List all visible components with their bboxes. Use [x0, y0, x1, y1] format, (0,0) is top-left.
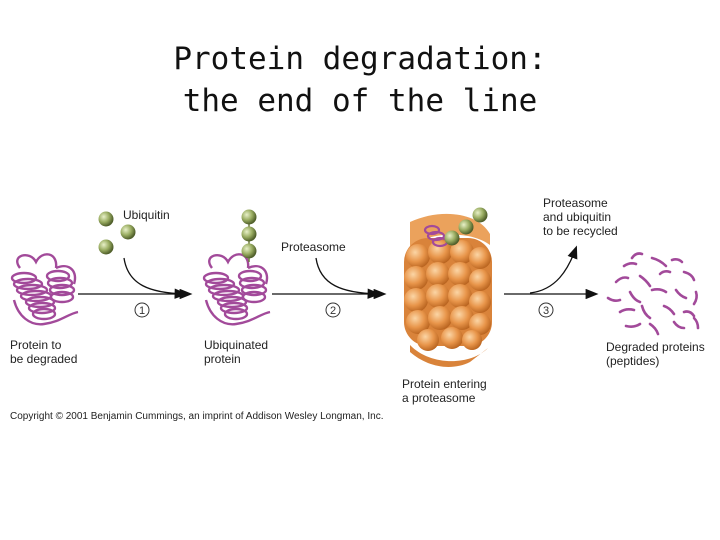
title-line-2: the end of the line [182, 83, 538, 119]
label-line: a proteasome [402, 391, 476, 405]
recycled-label: Proteasome and ubiquitin to be recycled [543, 196, 618, 238]
step-1-number: 1 [139, 305, 145, 317]
label-line: Protein entering [402, 377, 487, 391]
label-line: Protein to [10, 338, 62, 352]
label-line: be degraded [10, 352, 78, 366]
proteasome-icon [404, 207, 492, 367]
ubiquinated-protein-label: Ubiquinated protein [204, 338, 268, 366]
label-line: (peptides) [606, 354, 660, 368]
label-line: and ubiquitin [543, 210, 612, 224]
step-2-arrow [272, 257, 387, 318]
ubiquitin-label: Ubiquitin [123, 208, 170, 222]
step-3-arrow [504, 245, 599, 318]
label-line: protein [204, 352, 241, 366]
step-2-number: 2 [330, 305, 336, 317]
label-line: Degraded proteins [606, 340, 705, 354]
proteasome-label: Proteasome [281, 240, 346, 254]
page-title: Protein degradation: the end of the line [0, 38, 720, 122]
title-line-1: Protein degradation: [173, 41, 547, 77]
degraded-proteins-label: Degraded proteins (peptides) [606, 340, 705, 368]
step-1-arrow [78, 257, 193, 318]
protein-entering-label: Protein entering a proteasome [402, 377, 487, 405]
protein-coil-icon [10, 253, 79, 326]
label-line: Ubiquinated [204, 338, 269, 352]
peptides-icon [606, 252, 700, 336]
label-line: to be recycled [543, 224, 618, 238]
label-line: Proteasome [543, 196, 608, 210]
step-3-number: 3 [543, 305, 549, 317]
protein-to-be-degraded-label: Protein to be degraded [10, 338, 77, 366]
ubiquinated-protein-icon [202, 209, 271, 326]
ubiquitin-icon [98, 211, 136, 255]
copyright-text: Copyright © 2001 Benjamin Cummings, an i… [10, 411, 384, 422]
